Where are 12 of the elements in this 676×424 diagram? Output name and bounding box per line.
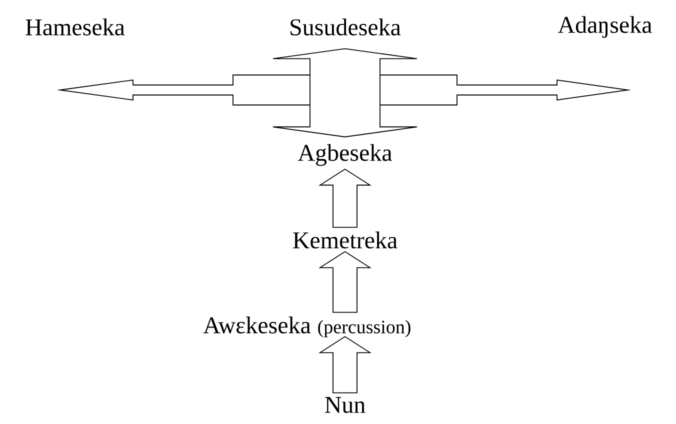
stage-label: Awεkeseka: [203, 316, 311, 334]
block-arrow: [318, 336, 372, 394]
stage-label: Kemetreka: [293, 232, 398, 248]
stage-label: Nun: [325, 397, 366, 413]
stage-label: Agbeseka: [298, 144, 392, 166]
stage-label: Adaŋseka: [558, 16, 652, 38]
note-text: (percussion): [318, 320, 410, 338]
stage-label: Hameseka: [26, 18, 125, 36]
block-arrow: [272, 48, 418, 138]
stage-label: Susudeseka: [290, 18, 401, 36]
block-arrow: [318, 251, 372, 313]
block-arrow: [318, 168, 372, 228]
